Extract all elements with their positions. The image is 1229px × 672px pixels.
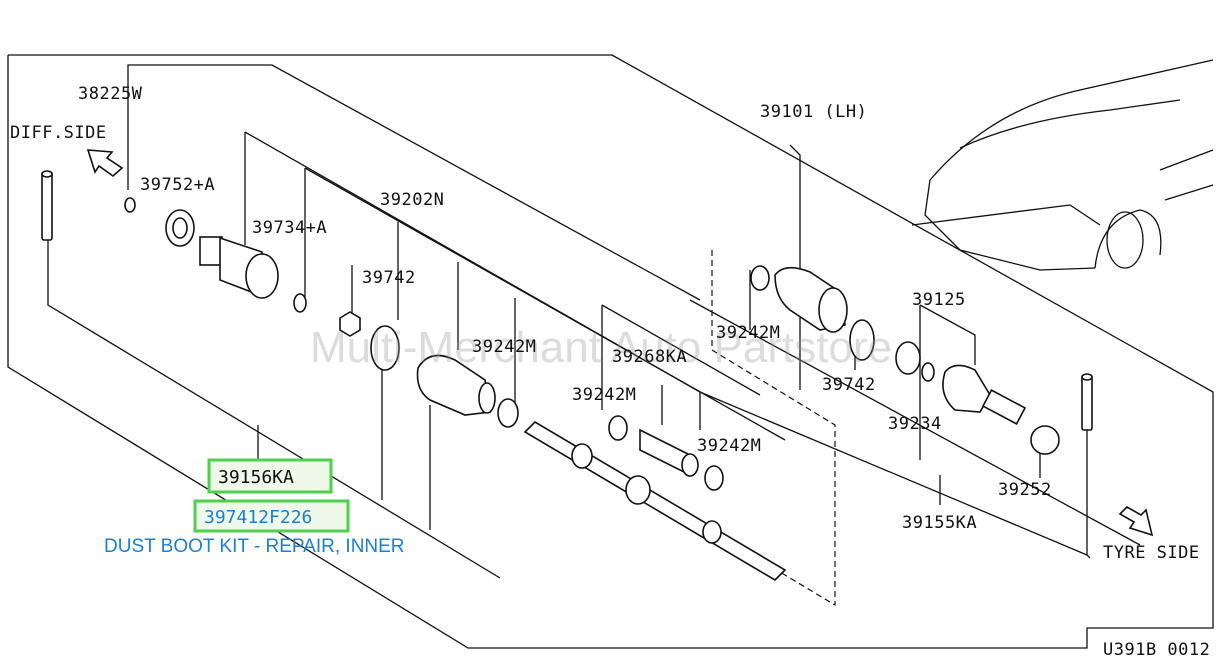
- label-39752a: 39752+A: [140, 175, 215, 195]
- label-39242m-2: 39242M: [572, 385, 636, 405]
- inner-dust-boot: [416, 354, 519, 428]
- label-39268ka: 39268KA: [612, 347, 687, 367]
- diagram-code: U391B 0012: [1103, 640, 1210, 660]
- highlighted-kit-397412f226[interactable]: 397412F226: [193, 499, 350, 533]
- label-tyre-side: TYRE SIDE: [1103, 543, 1200, 563]
- label-39242m-1: 39242M: [472, 337, 536, 357]
- inner-joint-parts: [124, 197, 400, 371]
- kit-description-link[interactable]: DUST BOOT KIT - REPAIR, INNER: [104, 536, 405, 557]
- drive-shaft: [523, 420, 787, 582]
- diff-side-arrow-icon: [86, 149, 124, 178]
- tyre-side-arrow-icon: [1118, 506, 1154, 537]
- assembly-frame: [7, 54, 1214, 649]
- watermark: Multi-Merchant Auto Partstore: [310, 323, 892, 372]
- label-39242m-4: 39242M: [716, 323, 780, 343]
- label-39202n: 39202N: [380, 190, 444, 210]
- label-39125: 39125: [912, 290, 966, 310]
- label-diff-side: DIFF.SIDE: [10, 123, 107, 143]
- highlighted-part-39156ka[interactable]: 39156KA: [207, 458, 333, 494]
- highlight-kit-number: 397412F226: [204, 507, 312, 528]
- bracket-lines: [47, 64, 1141, 579]
- label-39155ka: 39155KA: [902, 513, 977, 533]
- highlight-part-number: 39156KA: [218, 467, 294, 488]
- tyre-stub-shaft: [1081, 373, 1093, 431]
- label-38225w: 38225W: [78, 84, 143, 104]
- label-39101: 39101 (LH): [760, 102, 867, 122]
- outer-joint-parts: [750, 265, 1060, 455]
- part-labels: DIFF.SIDE 38225W 39752+A 39734+A 39202N …: [10, 84, 1210, 660]
- label-39734a: 39734+A: [252, 218, 327, 238]
- label-39234: 39234: [888, 414, 942, 434]
- outer-kit-dashed-box: [709, 250, 836, 607]
- diff-stub-shaft: [41, 170, 53, 241]
- middle-boot-parts: [608, 415, 724, 491]
- label-39242m-3: 39242M: [697, 436, 761, 456]
- label-39742-right: 39742: [822, 375, 876, 395]
- label-39742-left: 39742: [362, 268, 416, 288]
- label-39252: 39252: [998, 480, 1052, 500]
- vehicle-outline: [911, 59, 1214, 271]
